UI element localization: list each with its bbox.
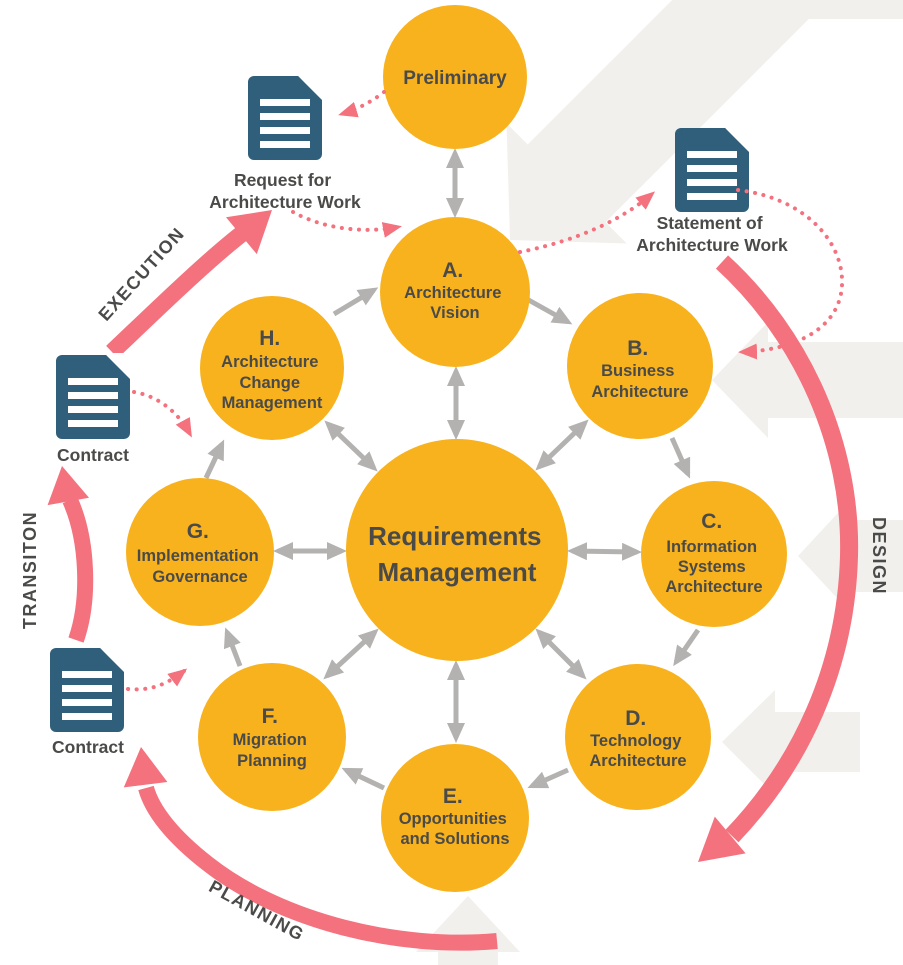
- document-icon: [675, 126, 751, 212]
- flow-d-to-e: [527, 767, 570, 789]
- phase-h-shape: [200, 296, 344, 440]
- doc-statement-label: Statement of Architecture Work: [636, 213, 788, 255]
- flow-b-to-c: [669, 436, 691, 479]
- dotted-contract-upper-to-h: [132, 390, 192, 438]
- planning-arrowhead: [123, 747, 168, 788]
- phase-e-shape: [381, 744, 529, 892]
- transition-label: TRANSITON: [20, 511, 40, 629]
- design-stage-arrow: DESIGN: [698, 255, 889, 862]
- connector-center-h: [324, 420, 378, 472]
- documents: Request for Architecture Work Statement …: [50, 74, 788, 757]
- phase-circle-c: C. Information Systems Architecture: [641, 481, 787, 627]
- center-circle: Requirements Management: [346, 439, 568, 661]
- phase-f-label: F. Migration Planning: [233, 705, 312, 770]
- dotted-contract-lower-to-f: [126, 668, 188, 692]
- phase-circles: Preliminary A. Architecture Vision H. Ar…: [126, 5, 787, 892]
- phase-circle-d: D. Technology Architecture: [565, 664, 711, 810]
- transition-arrow-shaft: [62, 496, 94, 643]
- flow-a-to-b: [523, 295, 573, 325]
- doc-statement-of-architecture-work: Statement of Architecture Work: [636, 126, 788, 255]
- preliminary-label: Preliminary: [403, 68, 507, 89]
- phase-c-shape: [641, 481, 787, 627]
- gray-connectors: [203, 148, 701, 791]
- flow-h-to-a: [332, 287, 379, 317]
- doc-request-for-architecture-work: Request for Architecture Work: [209, 74, 361, 212]
- flow-f-to-g: [223, 627, 243, 667]
- phase-circle-e: E. Opportunities and Solutions: [381, 744, 529, 892]
- phase-circle-a: A. Architecture Vision: [380, 217, 530, 367]
- phase-e-label: E. Opportunities and Solutions: [399, 785, 512, 848]
- dotted-a-to-statement-doc: [518, 191, 656, 254]
- connector-center-d: [535, 628, 587, 680]
- phase-circle-b: B. Business Architecture: [567, 293, 713, 439]
- document-icon: [56, 353, 132, 439]
- phase-h-label: H. Architecture Change Management: [221, 327, 323, 412]
- execution-label: EXECUTION: [94, 223, 188, 324]
- connector-center-c: [567, 542, 642, 561]
- design-arrow-shaft: [715, 255, 859, 843]
- phase-b-shape: [567, 293, 713, 439]
- bg-arrow-topright-diagonal: [506, 0, 828, 244]
- design-label: DESIGN: [869, 517, 889, 595]
- phase-f-shape: [198, 663, 346, 811]
- execution-arrowhead: [226, 210, 272, 255]
- center-circle-shape: [346, 439, 568, 661]
- phase-d-label: D. Technology Architecture: [589, 707, 686, 770]
- document-icon: [248, 74, 324, 160]
- flow-c-to-d: [673, 628, 701, 667]
- design-arrowhead: [698, 816, 746, 862]
- preliminary-circle-shape: [383, 5, 527, 149]
- transition-arrowhead: [47, 466, 89, 506]
- phase-d-shape: [565, 664, 711, 810]
- document-icon: [50, 646, 126, 732]
- dotted-request-doc-to-a: [291, 210, 402, 238]
- phase-b-label: B. Business Architecture: [591, 337, 688, 401]
- phase-a-label: A. Architecture Vision: [404, 259, 506, 322]
- connector-center-b: [535, 419, 589, 471]
- doc-request-label: Request for Architecture Work: [209, 170, 361, 212]
- planning-arrow-shaft: [138, 785, 498, 951]
- phase-c-label: C. Information Systems Architecture: [665, 510, 762, 596]
- bg-band-top-right-corner: [768, 0, 903, 19]
- phase-circle-h: H. Architecture Change Management: [200, 296, 344, 440]
- bg-arrow-up-bottom-center: [416, 896, 520, 965]
- phase-g-label: G. Implementation Governance: [137, 520, 263, 586]
- doc-contract-lower: Contract: [50, 646, 126, 757]
- doc-contract-upper-label: Contract: [57, 445, 129, 465]
- phase-circle-g: G. Implementation Governance: [126, 478, 274, 626]
- dotted-preliminary-to-request-doc: [338, 90, 386, 118]
- dotted-links: [126, 90, 845, 692]
- preliminary-circle: Preliminary: [383, 5, 527, 149]
- phase-a-shape: [380, 217, 530, 367]
- flow-g-to-h: [203, 439, 225, 480]
- phase-g-shape: [126, 478, 274, 626]
- doc-contract-lower-label: Contract: [52, 737, 124, 757]
- phase-circle-f: F. Migration Planning: [198, 663, 346, 811]
- doc-contract-upper: Contract: [56, 353, 132, 465]
- center-label: Requirements Management: [368, 521, 546, 587]
- flow-e-to-f: [341, 767, 386, 791]
- connector-center-f: [323, 628, 379, 680]
- dotted-statement-doc-to-b: [736, 188, 845, 360]
- execution-arrow-shaft: [106, 225, 250, 359]
- transition-stage-arrow: TRANSITON: [20, 466, 94, 643]
